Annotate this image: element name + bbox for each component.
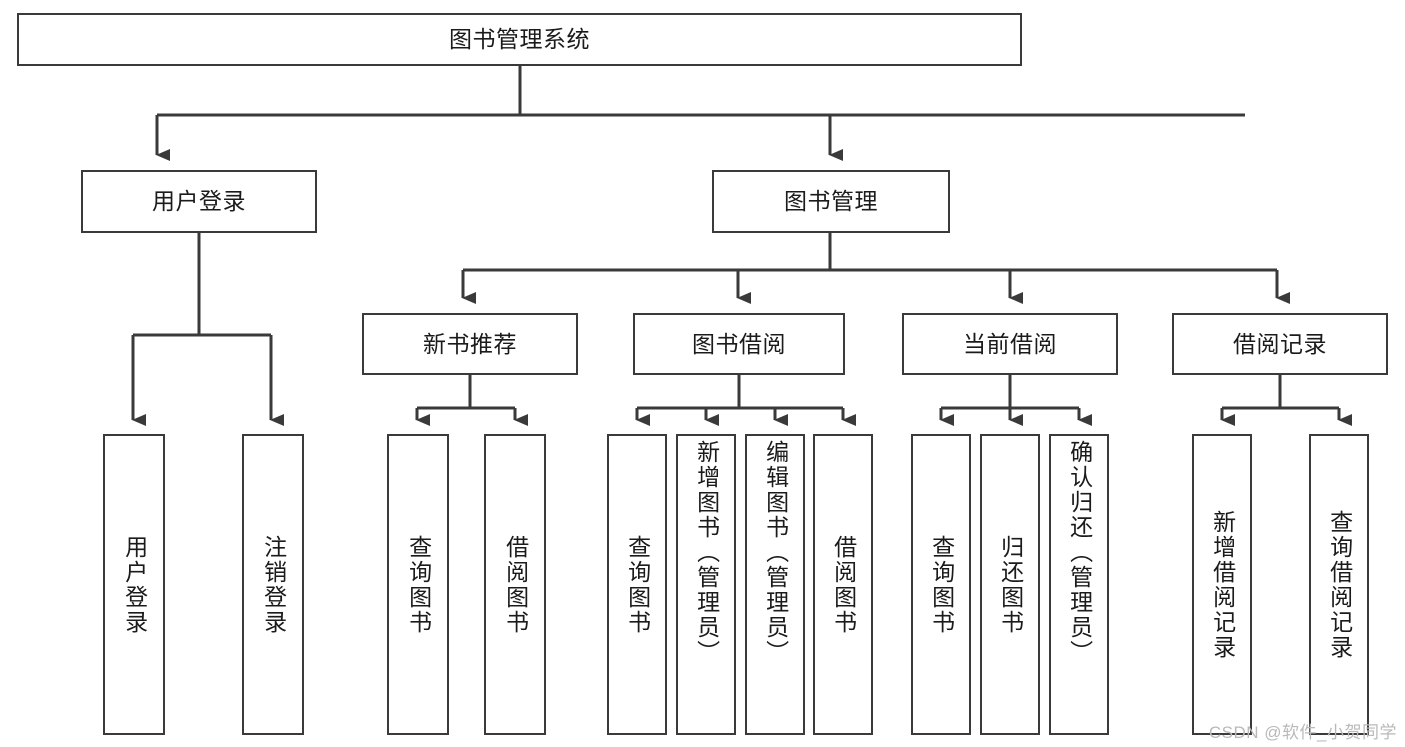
leaf-label: 新增借阅记录 <box>1209 509 1236 660</box>
leaf-return-book[interactable]: 归还图书 <box>980 434 1040 735</box>
node-label: 用户登录 <box>152 188 246 215</box>
leaf-label: 确认归还（管理员） <box>1066 440 1093 665</box>
leaf-query-book-recommend[interactable]: 查询图书 <box>387 434 449 735</box>
node-label: 图书借阅 <box>692 330 786 357</box>
leaf-add-book-admin[interactable]: 新增图书（管理员） <box>676 434 736 735</box>
leaf-add-borrow-record[interactable]: 新增借阅记录 <box>1192 434 1252 735</box>
leaf-label: 归还图书 <box>997 534 1024 635</box>
leaf-label: 用户登录 <box>121 534 148 635</box>
leaf-logout[interactable]: 注销登录 <box>242 434 304 735</box>
node-new-book-recommend[interactable]: 新书推荐 <box>362 313 578 375</box>
leaf-borrow-book-recommend[interactable]: 借阅图书 <box>484 434 546 735</box>
leaf-label: 借阅图书 <box>830 534 857 635</box>
node-label: 当前借阅 <box>963 330 1057 357</box>
leaf-label: 编辑图书（管理员） <box>762 440 789 665</box>
leaf-label: 注销登录 <box>260 534 287 635</box>
leaf-confirm-return-admin[interactable]: 确认归还（管理员） <box>1049 434 1109 735</box>
leaf-query-book[interactable]: 查询图书 <box>607 434 667 735</box>
leaf-label: 借阅图书 <box>502 534 529 635</box>
node-book-management[interactable]: 图书管理 <box>712 170 950 233</box>
node-user-login[interactable]: 用户登录 <box>81 170 317 233</box>
leaf-user-login[interactable]: 用户登录 <box>103 434 165 735</box>
node-label: 图书管理系统 <box>449 26 590 53</box>
leaf-label: 查询图书 <box>624 534 651 635</box>
node-label: 图书管理 <box>784 188 878 215</box>
leaf-label: 新增图书（管理员） <box>693 440 720 665</box>
leaf-query-borrow-record[interactable]: 查询借阅记录 <box>1309 434 1369 735</box>
node-root-book-management-system[interactable]: 图书管理系统 <box>17 13 1022 66</box>
leaf-borrow-book[interactable]: 借阅图书 <box>813 434 873 735</box>
node-label: 新书推荐 <box>423 330 517 357</box>
leaf-label: 查询借阅记录 <box>1326 509 1353 660</box>
node-current-borrow[interactable]: 当前借阅 <box>902 313 1118 375</box>
leaf-query-book-current[interactable]: 查询图书 <box>911 434 971 735</box>
leaf-edit-book-admin[interactable]: 编辑图书（管理员） <box>745 434 805 735</box>
leaf-label: 查询图书 <box>928 534 955 635</box>
node-borrow-record[interactable]: 借阅记录 <box>1172 313 1388 375</box>
node-book-borrow[interactable]: 图书借阅 <box>633 313 845 375</box>
leaf-label: 查询图书 <box>405 534 432 635</box>
node-label: 借阅记录 <box>1233 330 1327 357</box>
csdn-watermark: CSDN @软件_小贺同学 <box>1208 723 1397 742</box>
